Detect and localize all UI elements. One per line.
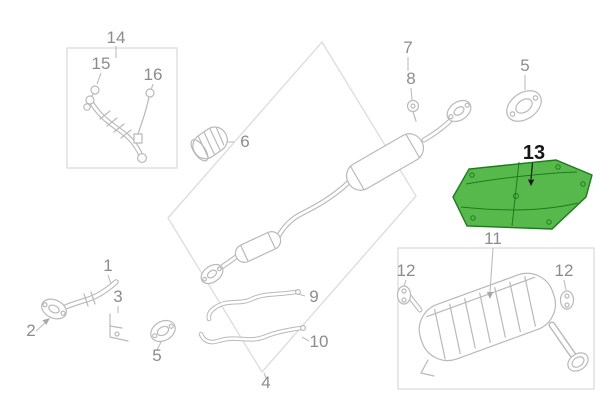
callout-12-left[interactable]: 12	[397, 261, 416, 280]
callout-12-right[interactable]: 12	[555, 261, 574, 280]
callout-1[interactable]: 1	[103, 256, 112, 275]
leader-11	[486, 247, 494, 299]
callout-13[interactable]: 13	[523, 142, 545, 164]
group-box-center-pipe	[167, 40, 417, 374]
leader-5-bottom	[156, 341, 162, 351]
callout-9[interactable]: 9	[309, 287, 318, 306]
leader-1	[107, 274, 112, 285]
callout-5-bottom[interactable]: 5	[152, 346, 161, 365]
callout-7[interactable]: 7	[403, 38, 412, 57]
part-13-heat-protector[interactable]	[452, 159, 593, 230]
leader-9	[297, 293, 306, 297]
heat-protector-outline[interactable]	[452, 159, 593, 230]
part-7-center-muffler-assembly[interactable]	[198, 96, 475, 287]
leader-12-left	[403, 279, 407, 287]
leader-10	[301, 336, 310, 342]
part-5-gasket-top[interactable]	[501, 84, 547, 127]
group-box-rear-muffler	[397, 247, 595, 390]
leader-12-right	[563, 279, 567, 291]
callout-2[interactable]: 2	[26, 321, 35, 340]
callout-6[interactable]: 6	[240, 132, 249, 151]
callout-8[interactable]: 8	[406, 69, 415, 88]
part-3-bracket[interactable]	[109, 313, 129, 342]
part-12-hanger-right[interactable]	[559, 290, 575, 310]
leader-15	[96, 72, 102, 85]
part-8-hanger[interactable]	[406, 99, 420, 122]
leader-4	[263, 372, 267, 379]
callout-15[interactable]: 15	[92, 54, 111, 73]
leader-13	[528, 162, 535, 186]
part-5-gasket-bottom[interactable]	[147, 316, 179, 345]
part-10-pipe[interactable]	[198, 325, 307, 345]
part-2-flange[interactable]	[38, 295, 69, 322]
callout-3[interactable]: 3	[113, 287, 122, 306]
callout-10[interactable]: 10	[310, 332, 329, 351]
part-16-sensor[interactable]	[133, 88, 155, 144]
part-1-front-pipe[interactable]	[58, 279, 119, 312]
part-14-flex-pipe[interactable]	[85, 95, 148, 164]
part-12-hanger-left[interactable]	[396, 285, 412, 305]
leader-2	[35, 318, 50, 332]
part-6-canister[interactable]	[188, 122, 232, 163]
group-box-14-16	[66, 47, 178, 169]
part-11-rear-muffler[interactable]	[407, 266, 592, 377]
part-9-pipe[interactable]	[206, 289, 302, 322]
callout-4[interactable]: 4	[261, 373, 270, 392]
callout-14[interactable]: 14	[107, 28, 126, 47]
leader-16	[150, 83, 154, 91]
callout-11[interactable]: 11	[484, 229, 502, 248]
callout-16[interactable]: 16	[144, 65, 163, 84]
leader-8	[410, 87, 413, 101]
callout-5-top[interactable]: 5	[520, 56, 529, 75]
